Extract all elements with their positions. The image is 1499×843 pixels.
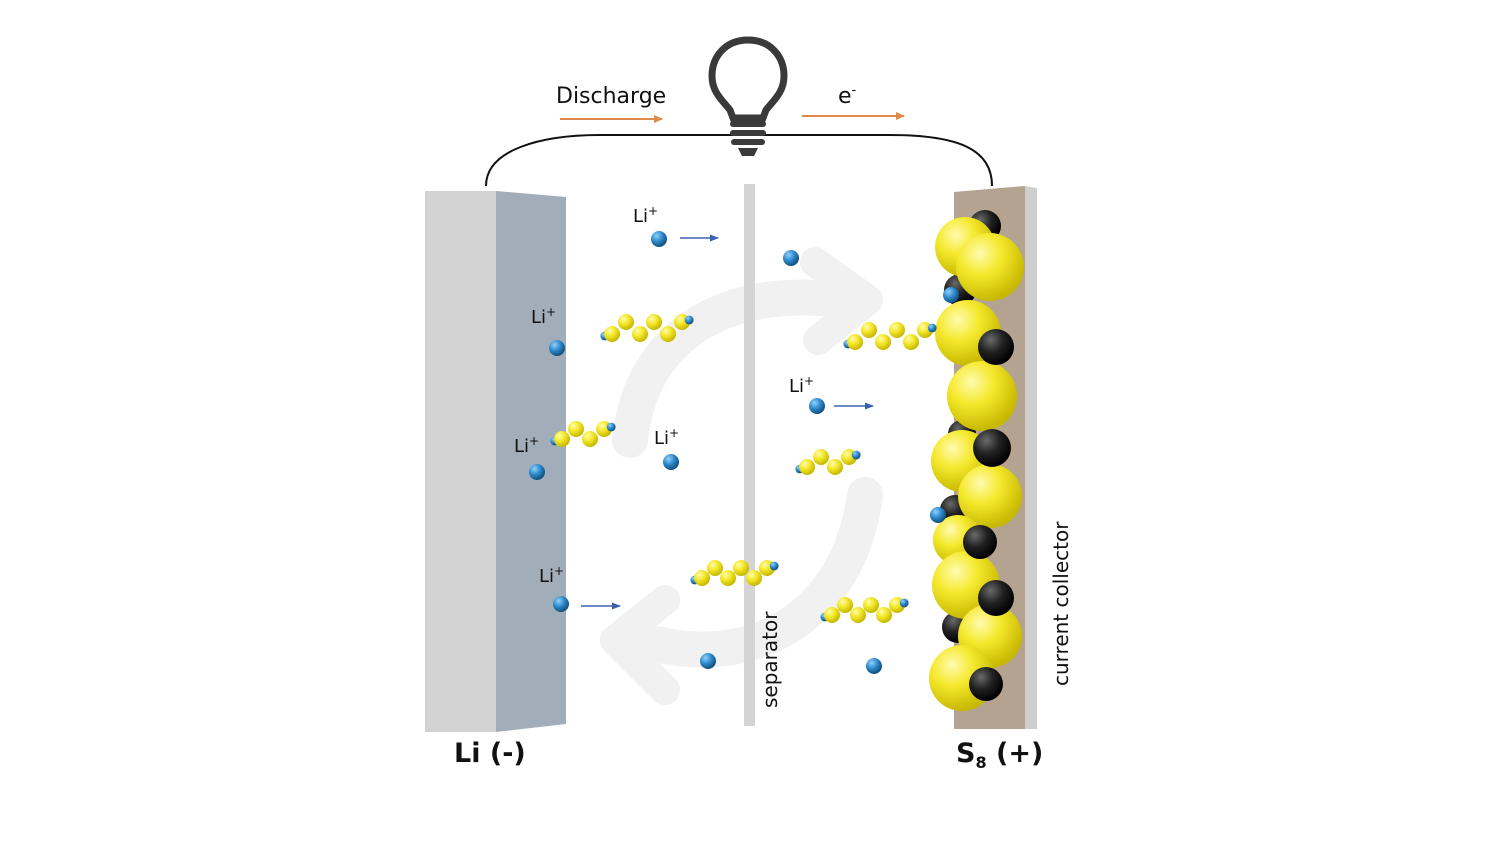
li-plus-label: Li+ [789,374,814,397]
lithium-ion [930,507,946,523]
polysulfide-chain [600,314,694,342]
sulfur-atom [707,560,723,576]
carbon-particle [978,580,1014,616]
sulfur-atom [646,314,662,330]
sulfur-atom [568,421,584,437]
polysulfide-chain [550,421,616,447]
polysulfide-chain [820,597,909,623]
sulfur-atom [875,334,891,350]
sulfur-atom [618,314,634,330]
polysulfide-chains [550,314,937,623]
cathode-particles [929,210,1024,711]
lithium-cap [769,561,779,571]
lithium-cap [684,315,694,325]
lithium-ion [700,653,716,669]
separator-label: separator [758,611,782,708]
polysulfide-chain [690,560,779,586]
sulfur-atom [863,597,879,613]
sulfur-atom [876,607,892,623]
polysulfide-chain [843,322,937,350]
carbon-particle [969,667,1003,701]
external-wire [485,134,993,187]
li-plus-label: Li+ [539,564,564,587]
sulfur-particle [947,361,1017,431]
sulfur-atom [720,570,736,586]
sulfur-atom [582,431,598,447]
sulfur-atom [837,597,853,613]
sulfur-particle [958,464,1022,528]
lightbulb-icon [708,36,788,156]
li-plus-label: Li+ [531,305,556,328]
sulfur-atom [903,334,919,350]
sulfur-particle [956,233,1024,301]
lithium-ion [651,231,667,247]
lithium-ions [529,231,959,674]
electron-label: e- [838,83,857,109]
sulfur-atom [799,459,815,475]
sulfur-atom [824,607,840,623]
lithium-ion [553,596,569,612]
lithium-ion [809,398,825,414]
carbon-particle [973,429,1011,467]
sulfur-atom [847,334,863,350]
li-plus-labels: Li+ Li+ Li+ Li+ Li+ Li+ [514,204,814,587]
carbon-particle [963,525,997,559]
lithium-cap [899,598,909,608]
lithium-ion [943,287,959,303]
li-plus-label: Li+ [654,426,679,449]
sulfur-atom [733,560,749,576]
sulfur-atom [889,322,905,338]
lithium-cap [606,422,616,432]
sulfur-atom [604,326,620,342]
cathode-label: S8 (+) [956,738,1043,772]
carbon-particle [978,329,1014,365]
li-plus-label: Li+ [633,204,658,227]
lithium-ion [663,454,679,470]
separator [744,184,755,726]
sulfur-atom [746,570,762,586]
polysulfide-chain [795,449,861,475]
sulfur-atom [632,326,648,342]
lithium-ion [783,250,799,266]
sulfur-atom [861,322,877,338]
lithium-ion [529,464,545,480]
sulfur-atom [554,431,570,447]
sulfur-atom [827,459,843,475]
li-plus-label: Li+ [514,434,539,457]
cycle-arrows [600,247,883,705]
lithium-ion [866,658,882,674]
sulfur-atom [850,607,866,623]
anode-label: Li (-) [454,738,526,769]
sulfur-atom [694,570,710,586]
sulfur-atom [813,449,829,465]
sulfur-atom [660,326,676,342]
lithium-cap [851,450,861,460]
discharge-label: Discharge [556,84,666,109]
ion-flow-arrows [581,234,874,610]
lithium-cap [927,323,937,333]
lithium-ion [549,340,565,356]
lithium-anode [425,191,566,732]
current-collector-label: current collector [1049,521,1073,686]
